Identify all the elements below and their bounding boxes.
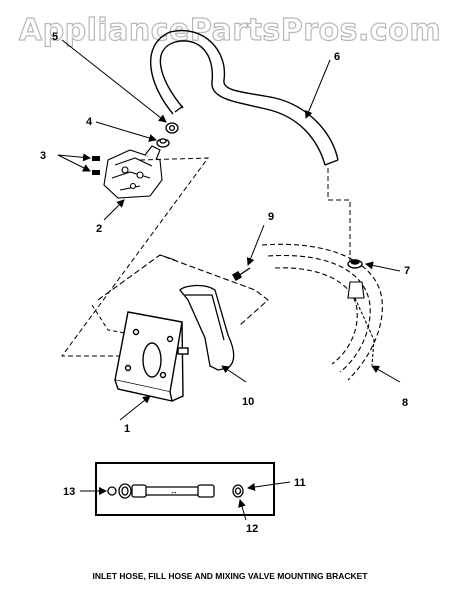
callout-3: 3: [40, 150, 46, 162]
callout-11: 11: [294, 477, 306, 489]
callout-4: 4: [86, 116, 93, 128]
inlet-hose: [107, 483, 244, 499]
leader-lines: [57, 39, 401, 521]
tub-ring: [261, 243, 383, 381]
hose-arrow-mark: ↔: [170, 487, 178, 496]
bracket-support: [179, 284, 235, 371]
hose-clamp-7: [347, 259, 363, 269]
callout-13: 13: [63, 486, 75, 498]
mixing-valve: [103, 145, 163, 199]
bracket-alignment-lines: [61, 157, 210, 357]
callout-10: 10: [242, 396, 254, 408]
hose-clamp-4: [156, 138, 170, 148]
hose-connection-line: [327, 168, 351, 262]
fill-hose: [149, 29, 339, 166]
diagram-caption: INLET HOSE, FILL HOSE AND MIXING VALVE M…: [93, 571, 369, 581]
callout-numbers: 1 2 3 4 5 6 7 8 9 10 11 12 13: [40, 31, 410, 535]
callout-12: 12: [246, 523, 258, 535]
tub-inlet: [347, 281, 375, 366]
callout-2: 2: [96, 223, 102, 235]
callout-1: 1: [124, 423, 130, 435]
callout-9: 9: [268, 211, 274, 223]
bracket-screw: [232, 267, 251, 281]
callout-5: 5: [52, 31, 58, 43]
hose-clamp-5: [165, 122, 179, 134]
callout-8: 8: [402, 397, 408, 409]
callout-6: 6: [334, 51, 340, 63]
cabinet-side-edge: [91, 304, 126, 334]
mixing-valve-mounting-bracket: [114, 311, 189, 402]
watermark-text: AppliancePartsPros.com: [19, 13, 441, 48]
cabinet-corner: [159, 254, 176, 261]
valve-screws: [92, 156, 100, 175]
washer-13-a: [107, 486, 117, 496]
callout-7: 7: [404, 265, 410, 277]
inlet-hose-inset-box: [95, 462, 275, 516]
